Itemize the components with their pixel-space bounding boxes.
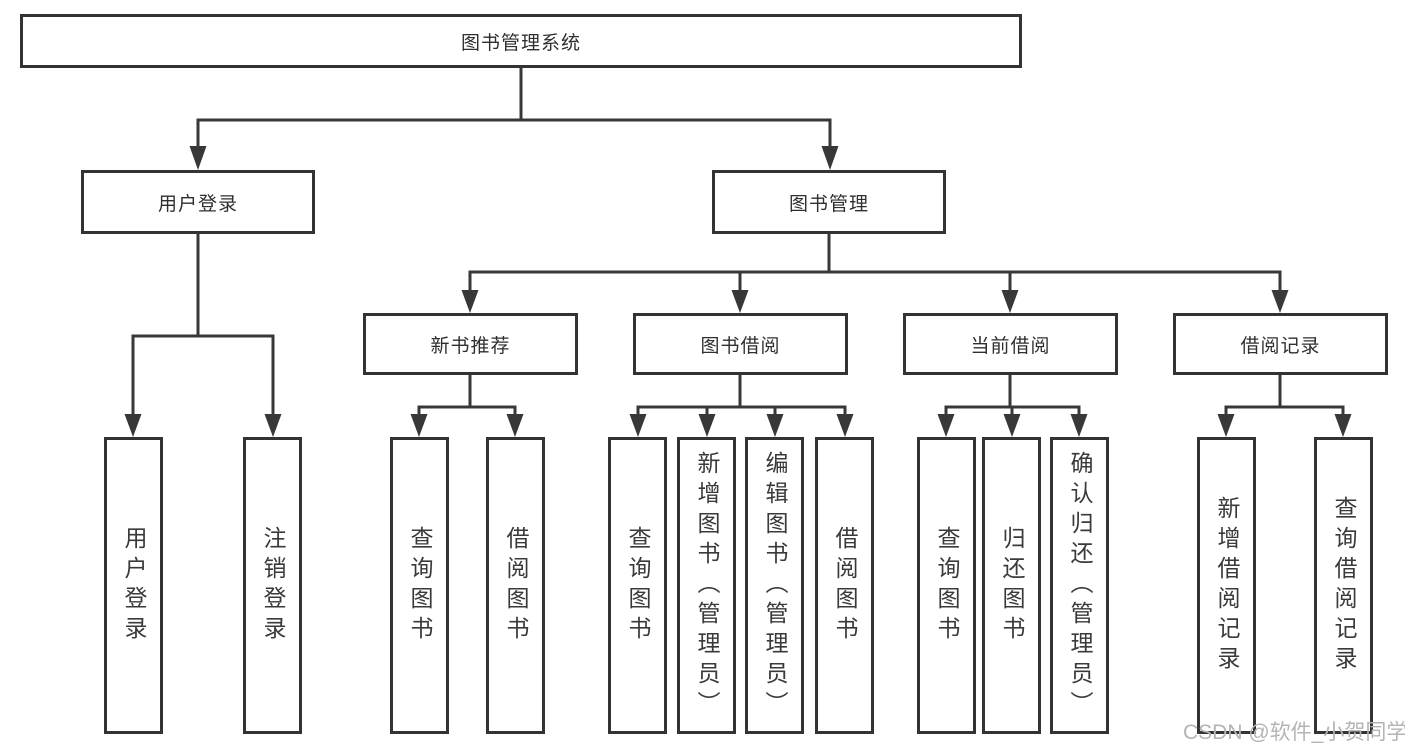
leaf-label: 新增借阅记录 [1214,495,1240,676]
leaf-borrow-books-borrowing: 借阅图书 [815,437,874,734]
leaf-label: 查询图书 [625,525,651,646]
leaf-label: 借阅图书 [832,525,858,646]
node-label: 图书管理 [788,193,869,215]
node-new-book-recommendation: 新书推荐 [363,313,578,375]
leaf-label: 查询图书 [407,525,433,646]
leaf-add-borrow-record: 新增借阅记录 [1197,437,1256,734]
node-label: 当前借阅 [970,335,1051,357]
node-current-borrowing: 当前借阅 [903,313,1118,375]
leaf-label: 注销登录 [260,525,286,646]
csdn-watermark: CSDN @软件_小贺同学 [1183,721,1405,744]
node-borrowing-records: 借阅记录 [1173,313,1388,375]
leaf-logout: 注销登录 [243,437,302,734]
leaf-add-books-admin: 新增图书（管理员） [677,437,736,734]
leaf-label: 编辑图书（管理员） [762,450,788,721]
leaf-label: 归还图书 [999,525,1025,646]
arrowhead-group [124,146,1352,437]
leaf-label: 查询图书 [934,525,960,646]
node-root-library-management-system: 图书管理系统 [20,14,1022,68]
node-label: 图书管理系统 [460,32,581,54]
node-user-login: 用户登录 [81,170,315,234]
leaf-return-books: 归还图书 [982,437,1041,734]
node-label: 图书借阅 [700,335,781,357]
node-label: 新书推荐 [430,335,511,357]
leaf-query-books-current: 查询图书 [917,437,976,734]
leaf-confirm-return-admin: 确认归还（管理员） [1050,437,1109,734]
leaf-borrow-books-recommend: 借阅图书 [486,437,545,734]
node-book-borrowing: 图书借阅 [633,313,848,375]
node-label: 借阅记录 [1240,335,1321,357]
leaf-query-books-recommend: 查询图书 [390,437,449,734]
leaf-label: 新增图书（管理员） [694,450,720,721]
leaf-label: 用户登录 [121,525,147,646]
leaf-label: 确认归还（管理员） [1067,450,1093,721]
leaf-query-books-borrowing: 查询图书 [608,437,667,734]
leaf-label: 借阅图书 [503,525,529,646]
leaf-edit-books-admin: 编辑图书（管理员） [745,437,804,734]
leaf-user-login: 用户登录 [104,437,163,734]
node-label: 用户登录 [157,193,238,215]
node-book-management: 图书管理 [712,170,946,234]
leaf-label: 查询借阅记录 [1331,495,1357,676]
leaf-query-borrow-record: 查询借阅记录 [1314,437,1373,734]
